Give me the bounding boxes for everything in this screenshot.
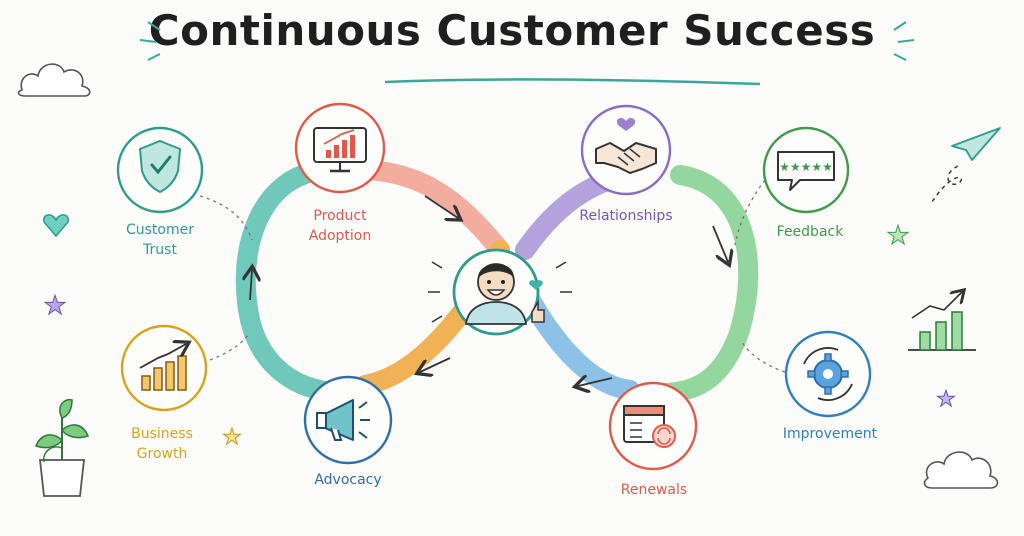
title-underline xyxy=(384,78,761,86)
customer-trust-line2: Trust xyxy=(143,242,177,258)
center-sparkles xyxy=(428,261,572,323)
potted-plant-icon xyxy=(35,398,89,497)
business-growth-line2: Growth xyxy=(136,446,188,462)
cloud-icon xyxy=(923,451,999,489)
megaphone-icon xyxy=(316,399,370,441)
product-adoption-line2: Adoption xyxy=(308,228,372,244)
loop-segment-adoption xyxy=(350,160,510,260)
feedback-label: Feedback xyxy=(776,224,844,240)
title-sparkles-right xyxy=(893,21,915,61)
gear-cycle-icon xyxy=(803,347,853,401)
business-growth-line1: Business xyxy=(131,426,193,442)
business-growth-label: Business Growth xyxy=(112,424,212,464)
loop-segment-left xyxy=(235,160,345,402)
small-heart-icon xyxy=(529,280,543,290)
flow-arrows xyxy=(250,195,728,386)
growth-chart-icon xyxy=(908,292,976,351)
star-icon: ★ xyxy=(886,221,909,251)
growth-bars-icon xyxy=(139,344,186,391)
shield-check-icon xyxy=(138,139,182,194)
cloud-icon xyxy=(17,63,91,97)
dashed-connectors xyxy=(199,179,786,373)
renewals-label: Renewals xyxy=(620,482,688,498)
business-growth-circle xyxy=(120,324,208,412)
customer-trust-line1: Customer xyxy=(125,222,194,238)
title-sparkles-left xyxy=(139,21,161,61)
paper-plane-icon xyxy=(929,127,1001,206)
relationships-label: Relationships xyxy=(579,208,673,224)
star-icon: ★ xyxy=(936,387,956,412)
heart-icon xyxy=(43,214,69,238)
loop-segment-right xyxy=(655,165,759,403)
svg-text:★★★★★: ★★★★★ xyxy=(779,160,833,174)
monitor-chart-icon xyxy=(313,127,367,173)
thumbs-up-icon xyxy=(531,299,545,323)
star-icon: ★ xyxy=(43,291,66,321)
advocacy-label: Advocacy xyxy=(314,472,382,488)
page-title: Continuous Customer Success xyxy=(148,6,876,55)
handshake-icon xyxy=(595,118,657,174)
happy-customer-icon xyxy=(464,263,545,325)
product-adoption-label: Product Adoption xyxy=(290,206,390,246)
star-icon: ★ xyxy=(222,425,242,450)
heart-icon xyxy=(616,118,636,131)
customer-trust-label: Customer Trust xyxy=(110,220,210,260)
rating-speech-bubble-icon: ★★★★★ xyxy=(777,151,835,191)
calendar-renew-icon xyxy=(623,405,676,448)
improvement-label: Improvement xyxy=(782,426,878,442)
product-adoption-line1: Product xyxy=(313,208,367,224)
